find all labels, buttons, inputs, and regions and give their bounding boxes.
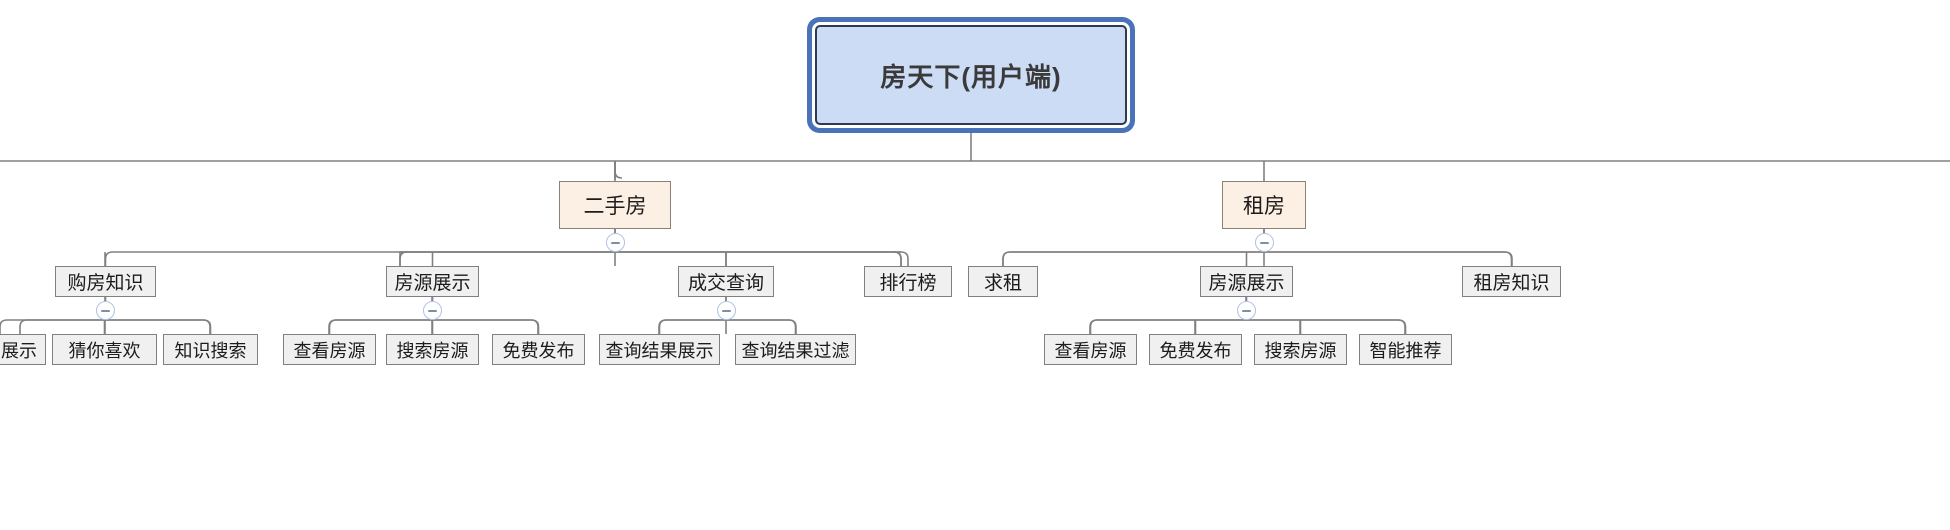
node-cainixihuan-label: 猜你喜欢 [68,340,141,361]
node-qiuzu-label: 求租 [983,273,1022,294]
node-zhishisousuo[interactable]: 知识搜索 [163,334,258,365]
node-zhinengtuijian[interactable]: 智能推荐 [1359,334,1452,365]
node-chengjiaochaxun[interactable]: 成交查询 [678,266,774,297]
minus-icon [1260,241,1269,244]
collapse-toggle-fangyuanzhanshi-ershoufang[interactable] [423,301,442,320]
root-node-fangtianxia-client[interactable]: 房天下(用户端) [815,25,1127,125]
node-goufangzhishi[interactable]: 购房知识 [55,266,156,297]
node-zhishisousuo-label: 知识搜索 [174,340,247,361]
minus-icon [428,309,437,312]
node-paihangbang-label: 排行榜 [879,273,937,294]
collapse-toggle-ershoufang[interactable] [606,233,625,252]
node-mianfeifabu-zufang-label: 免费发布 [1159,340,1232,361]
node-zhinengtuijian-label: 智能推荐 [1369,340,1442,361]
collapse-toggle-chengjiaochaxun[interactable] [717,301,736,320]
node-zufangzhishi-label: 租房知识 [1473,273,1550,294]
node-sousuofangyuan-ershoufang[interactable]: 搜索房源 [386,334,479,365]
minus-icon [722,309,731,312]
node-fangyuanzhanshi-zufang[interactable]: 房源展示 [1200,266,1293,297]
node-zhanshi-clipped-label: 展示 [1,340,37,361]
node-chaxunjieguoguolv[interactable]: 查询结果过滤 [735,334,856,365]
node-ershoufang-label: 二手房 [583,195,647,218]
node-sousuofangyuan-zufang-label: 搜索房源 [1264,340,1337,361]
node-qiuzu[interactable]: 求租 [968,266,1038,297]
node-mianfeifabu-zufang[interactable]: 免费发布 [1149,334,1242,365]
node-chaxunjieguozhanshi-label: 查询结果展示 [605,340,714,361]
node-goufangzhishi-label: 购房知识 [67,273,144,294]
node-chakanfangyuan-ershoufang-label: 查看房源 [293,340,366,361]
collapse-toggle-zufang[interactable] [1255,233,1274,252]
node-chakanfangyuan-ershoufang[interactable]: 查看房源 [283,334,376,365]
node-zhanshi-clipped[interactable]: 展示 [0,334,46,365]
node-chengjiaochaxun-label: 成交查询 [687,273,764,294]
node-mianfeifabu-ershoufang[interactable]: 免费发布 [492,334,585,365]
minus-icon [101,309,110,312]
minus-icon [611,241,620,244]
node-chaxunjieguoguolv-label: 查询结果过滤 [741,340,850,361]
node-ershoufang[interactable]: 二手房 [559,181,671,229]
node-paihangbang[interactable]: 排行榜 [864,266,952,297]
collapse-toggle-fangyuanzhanshi-zufang[interactable] [1237,301,1256,320]
collapse-toggle-goufangzhishi[interactable] [96,301,115,320]
node-fangyuanzhanshi-ershoufang-label: 房源展示 [394,273,471,294]
node-zufang-label: 租房 [1243,195,1285,218]
node-zufangzhishi[interactable]: 租房知识 [1462,266,1561,297]
node-zufang[interactable]: 租房 [1222,181,1306,229]
node-cainixihuan[interactable]: 猜你喜欢 [52,334,157,365]
minus-icon [1242,309,1251,312]
node-sousuofangyuan-ershoufang-label: 搜索房源 [396,340,469,361]
node-mianfeifabu-ershoufang-label: 免费发布 [502,340,575,361]
node-chaxunjieguozhanshi[interactable]: 查询结果展示 [599,334,720,365]
node-chakanfangyuan-zufang[interactable]: 查看房源 [1044,334,1137,365]
node-fangyuanzhanshi-ershoufang[interactable]: 房源展示 [386,266,479,297]
root-node-label: 房天下(用户端) [880,61,1062,92]
node-fangyuanzhanshi-zufang-label: 房源展示 [1208,273,1285,294]
node-sousuofangyuan-zufang[interactable]: 搜索房源 [1254,334,1347,365]
node-chakanfangyuan-zufang-label: 查看房源 [1054,340,1127,361]
